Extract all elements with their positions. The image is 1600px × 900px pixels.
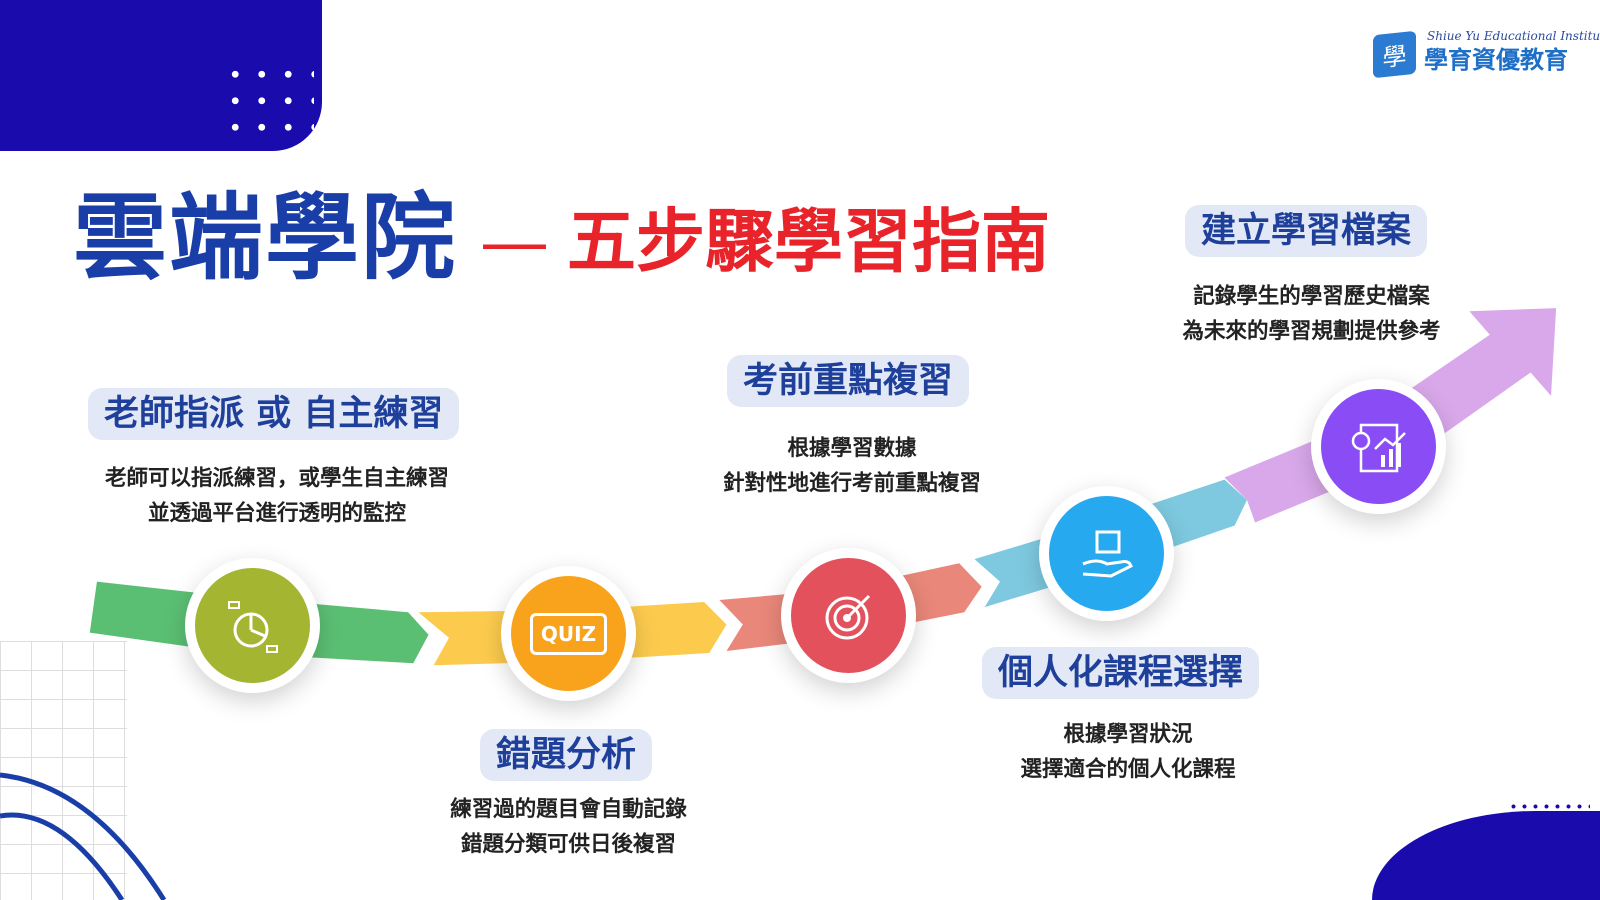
quiz-icon: QUIZ: [529, 612, 608, 655]
dot-pattern: [222, 61, 314, 149]
page-subtitle: —五步驟學習指南: [480, 201, 1050, 282]
report-chart-icon: [1351, 423, 1406, 472]
step-3-circle: [781, 548, 916, 683]
page-title: 雲端學院: [73, 183, 458, 293]
step-2-circle: QUIZ: [501, 566, 636, 701]
logo-text: 學育資優教育: [1424, 46, 1568, 74]
step-5-description: 記錄學生的學習歷史檔案為未來的學習規劃提供參考: [1182, 284, 1441, 344]
step-4-label: 個人化課程選擇: [982, 647, 1260, 699]
step-1-label: 老師指派 或 自主練習: [88, 388, 460, 440]
step-2-label: 錯題分析: [480, 729, 653, 781]
logo-english: Shiue Yu Educational Institution: [1427, 29, 1600, 43]
step-3-label: 考前重點複習: [727, 355, 970, 407]
step-4-circle: [1039, 486, 1174, 621]
target-icon: [825, 594, 870, 639]
step-4-description: 根據學習狀況選擇適合的個人化課程: [1020, 722, 1236, 782]
step-1-description: 老師可以指派練習，或學生自主練習並透過平台進行透明的監控: [104, 466, 449, 526]
hand-box-icon: [1081, 530, 1133, 578]
step-5-label: 建立學習檔案: [1185, 205, 1428, 257]
grid-pattern: [0, 641, 127, 900]
pie-chart-icon: [227, 600, 278, 653]
step-5-circle: [1311, 379, 1446, 514]
dot-pattern-small: [1508, 801, 1590, 847]
step-3-description: 根據學習數據針對性地進行考前重點複習: [722, 436, 981, 496]
step-2-description: 練習過的題目會自動記錄錯題分類可供日後複習: [450, 797, 687, 857]
curve-decoration: [0, 772, 167, 900]
step-1-circle: [185, 558, 320, 693]
